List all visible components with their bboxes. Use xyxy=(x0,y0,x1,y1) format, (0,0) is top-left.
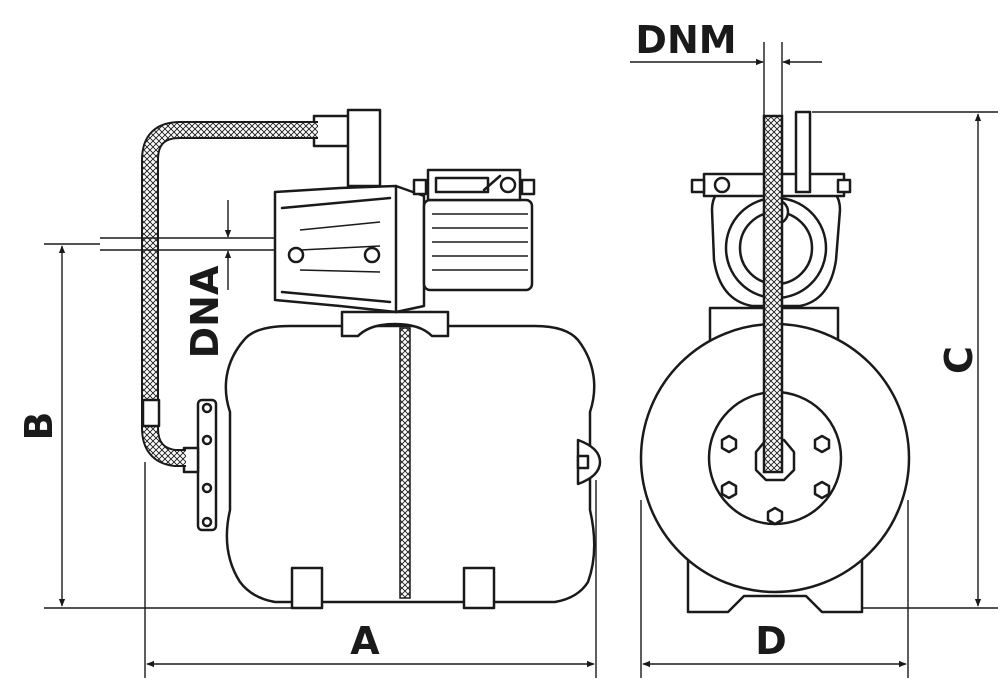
pump-base xyxy=(340,310,450,338)
dim-d-label: D xyxy=(755,619,787,663)
membrane-flange xyxy=(182,398,218,532)
pump-motor xyxy=(412,168,536,292)
front-post xyxy=(794,110,812,194)
pressure-switch xyxy=(312,108,382,188)
suction-pipe xyxy=(100,237,275,251)
front-braided-hose xyxy=(762,114,784,474)
dim-a-label: A xyxy=(350,619,380,663)
dnm-label: DNM xyxy=(635,18,736,62)
side-view: DNA B A xyxy=(17,108,602,678)
dna-label: DNA xyxy=(183,265,227,358)
braided-hose xyxy=(143,123,318,465)
flange-bolts xyxy=(720,434,831,526)
dim-b-label: B xyxy=(17,412,61,441)
front-view: DNM C D xyxy=(630,18,998,678)
tank-foot-left xyxy=(290,566,324,610)
pump-housing xyxy=(273,184,426,314)
tank-foot-right xyxy=(462,566,496,610)
tank-seam xyxy=(399,327,411,599)
dim-c-label: C xyxy=(937,346,981,374)
